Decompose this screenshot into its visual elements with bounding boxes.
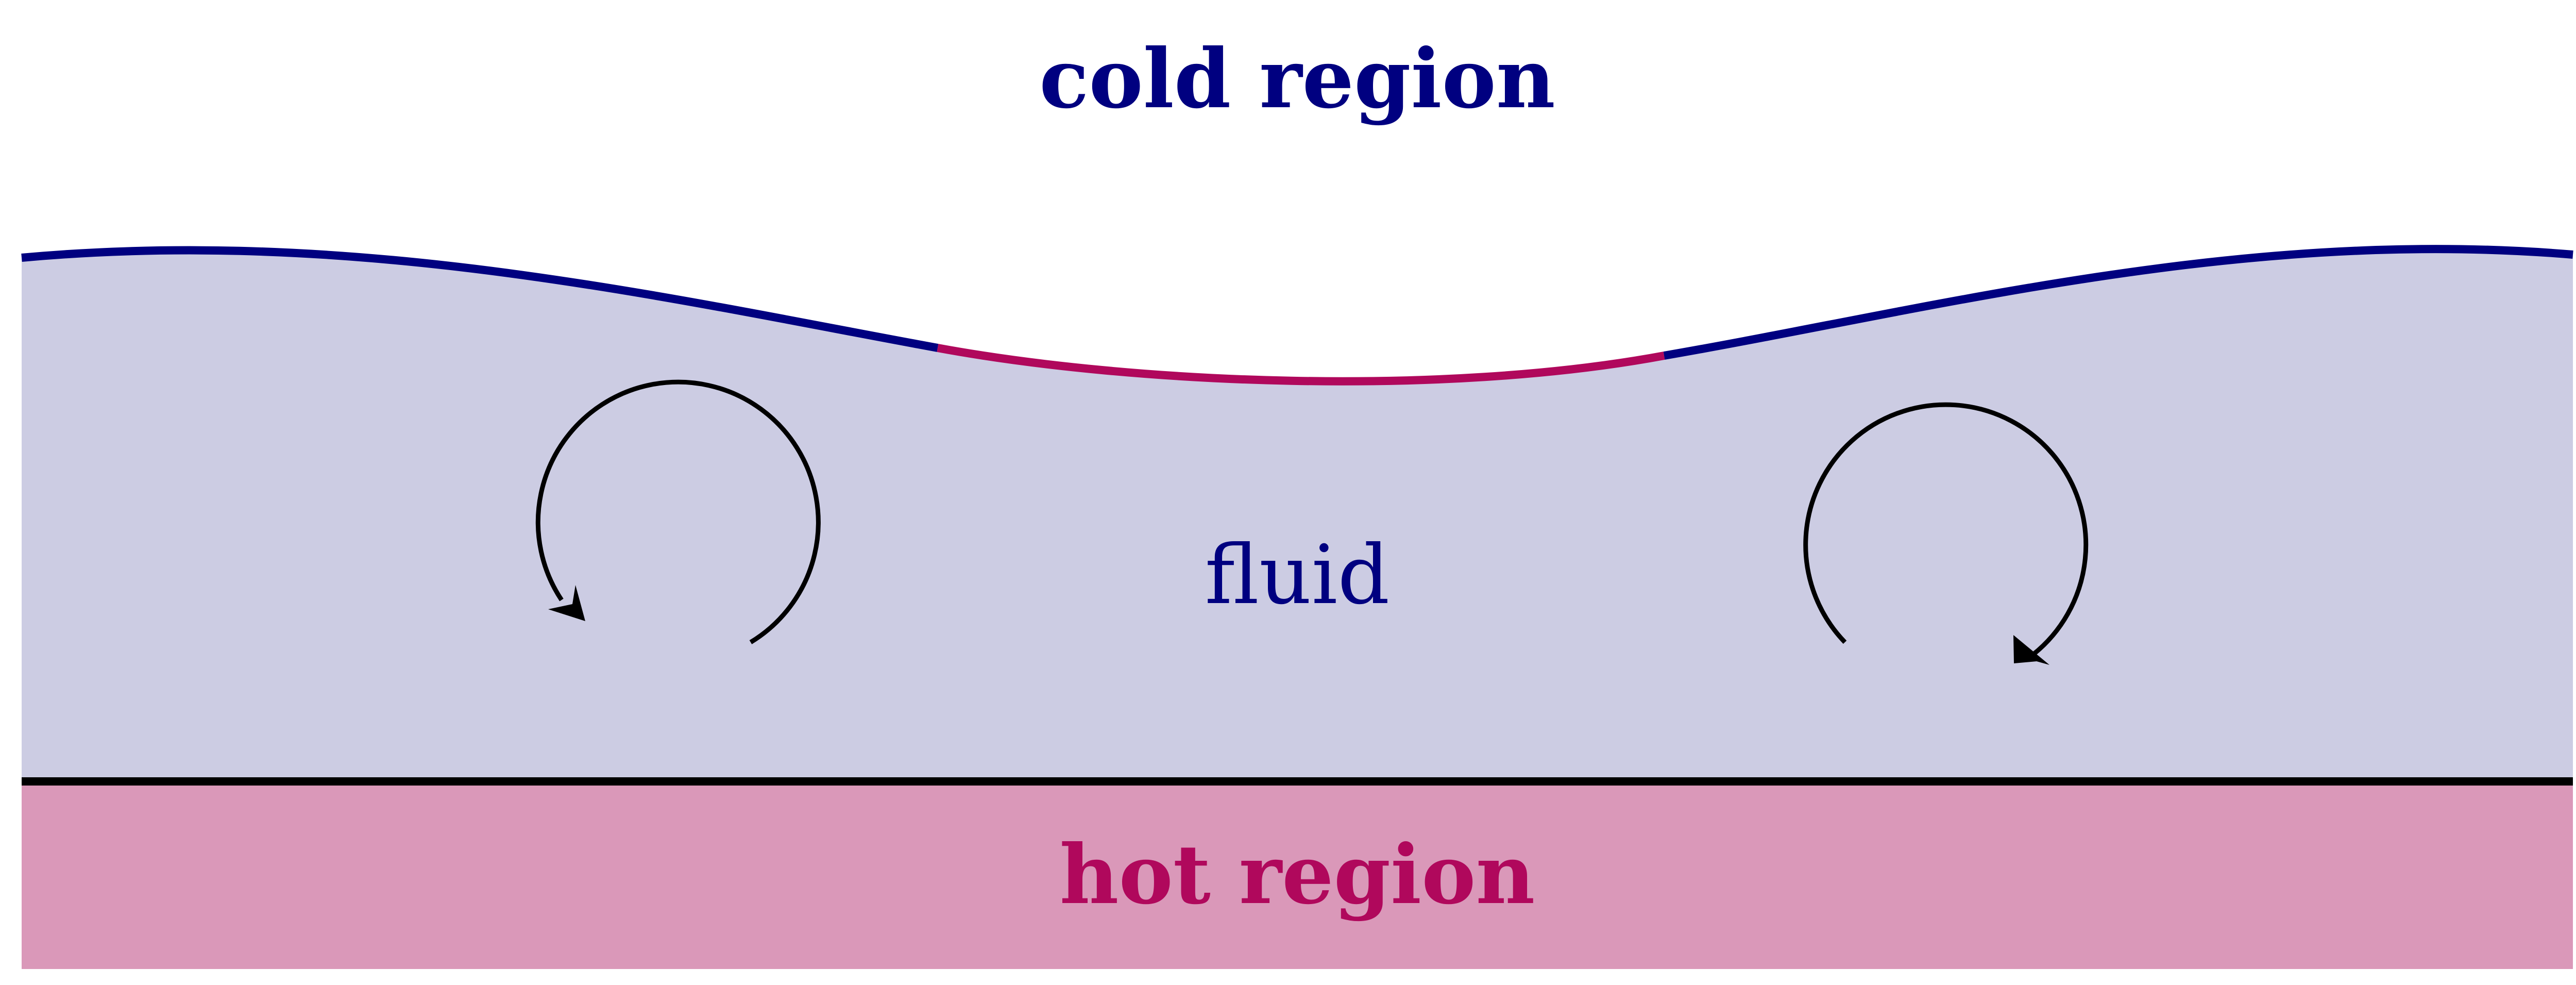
hot-region-block bbox=[22, 781, 2573, 969]
cold-region-label: cold region bbox=[1039, 31, 1555, 127]
left-convection-arrow bbox=[535, 379, 821, 644]
right-convection-arrow bbox=[1803, 402, 2089, 665]
cold-surface-right bbox=[1663, 245, 2573, 360]
fluid-label: fluid bbox=[1205, 528, 1390, 623]
hot-region-label: hot region bbox=[1060, 827, 1535, 923]
cold-surface-left bbox=[21, 246, 939, 352]
hot-surface-middle bbox=[937, 344, 1665, 386]
fluid-region bbox=[22, 249, 2573, 782]
